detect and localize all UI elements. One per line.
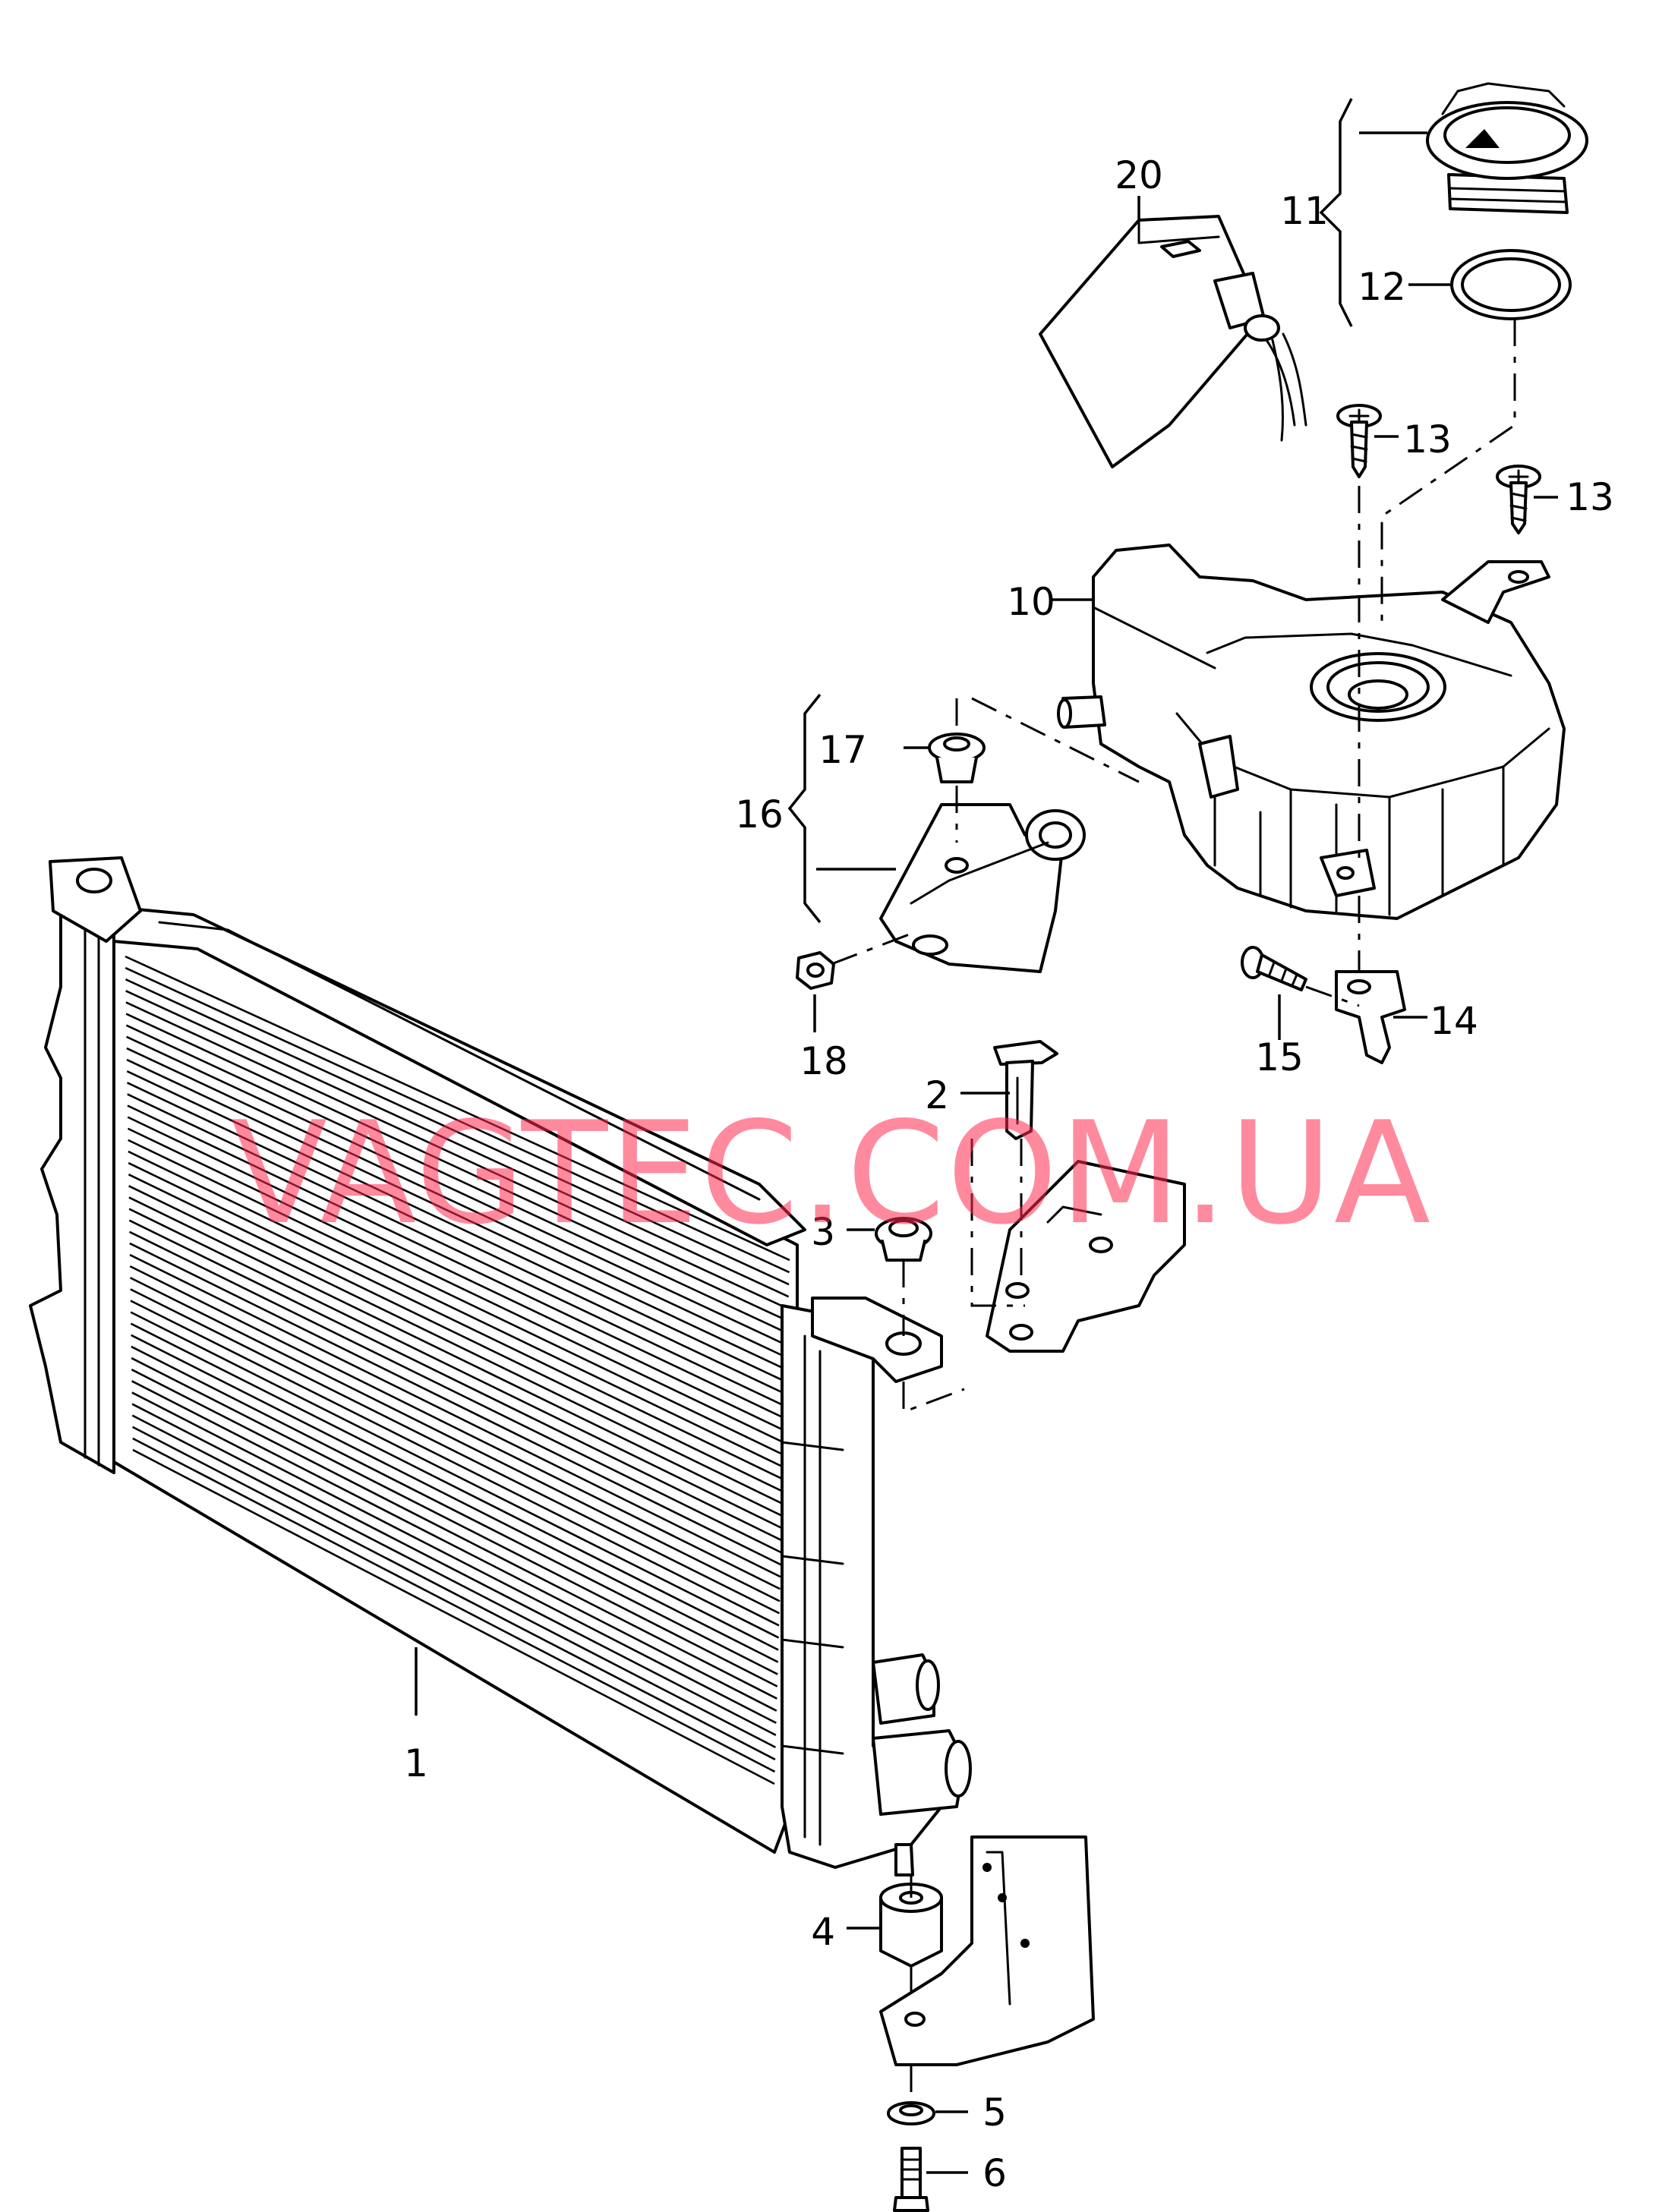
radiator-fin-line <box>129 1265 781 1590</box>
part-15-bolt <box>1241 946 1307 991</box>
radiator-fin-line <box>130 1288 781 1615</box>
radiator-core-fins <box>125 955 790 1785</box>
radiator-fin-line <box>126 1035 788 1347</box>
radiator-fin-line <box>130 1311 780 1639</box>
dash-18 <box>831 932 912 966</box>
radiator-fin-line <box>126 1047 787 1359</box>
part-2-clip <box>993 1040 1058 1140</box>
callout-5: 5 <box>982 2091 1007 2135</box>
callout-1: 1 <box>404 1741 428 1785</box>
radiator-fin-line <box>128 1196 783 1517</box>
radiator-fin-line <box>128 1219 782 1542</box>
radiator-fin-line <box>129 1242 781 1566</box>
dash-15 <box>1305 985 1360 1007</box>
radiator-fin-line <box>132 1448 775 1785</box>
radiator-fin-line <box>131 1334 779 1663</box>
dash-bottom-mount <box>902 1382 965 1414</box>
part-10-expansion-tank <box>1057 544 1566 920</box>
radiator-fin-line <box>125 955 790 1262</box>
radiator-fin-line <box>127 1082 787 1395</box>
radiator-fin-line <box>131 1403 777 1736</box>
brace-11 <box>1319 98 1353 327</box>
part-17-grommet <box>928 733 986 783</box>
callout-3: 3 <box>811 1210 835 1254</box>
callout-10: 10 <box>1007 580 1055 624</box>
part-18-nut <box>796 951 835 990</box>
part-14-bracket <box>1335 970 1406 1064</box>
radiator-fin-line <box>131 1369 777 1700</box>
radiator-fin-line <box>126 1058 787 1371</box>
callout-14: 14 <box>1430 999 1478 1043</box>
callout-17: 17 <box>818 728 867 772</box>
radiator-fin-line <box>126 1070 787 1383</box>
part-13-screw-a <box>1336 404 1382 478</box>
callout-11: 11 <box>1280 189 1329 233</box>
radiator-fin-line <box>130 1300 780 1627</box>
dash-bracket <box>970 1139 1025 1307</box>
radiator-fin-line <box>127 1127 785 1444</box>
callout-13a: 13 <box>1403 418 1452 462</box>
callout-18: 18 <box>800 1039 848 1083</box>
callout-16: 16 <box>735 792 784 837</box>
radiator-fin-line <box>125 990 790 1298</box>
radiator-fin-line <box>128 1208 783 1530</box>
callout-15: 15 <box>1255 1035 1304 1079</box>
radiator-fin-line <box>125 1013 789 1322</box>
radiator-fin-line <box>128 1161 784 1481</box>
callout-6: 6 <box>982 2151 1007 2195</box>
radiator-fin-line <box>129 1253 781 1578</box>
part-13-screw-b <box>1496 465 1541 534</box>
radiator-fin-line <box>125 1024 788 1334</box>
part-11-cap <box>1426 82 1588 214</box>
radiator-fin-line <box>131 1391 777 1724</box>
radiator-fin-line <box>130 1322 779 1651</box>
radiator-fin-line <box>131 1426 776 1761</box>
radiator-fin-line <box>131 1357 778 1687</box>
part-16-bracket <box>879 803 1086 973</box>
radiator-fin-line <box>127 1104 786 1420</box>
callout-2: 2 <box>925 1073 949 1117</box>
part-12-oring <box>1450 249 1572 320</box>
radiator-fin-line <box>128 1150 784 1468</box>
warning-triangle-icon <box>1465 129 1500 148</box>
radiator <box>29 856 972 1876</box>
radiator-fin-line <box>128 1185 784 1505</box>
callout-13b: 13 <box>1566 475 1614 519</box>
lower-bracket <box>879 1835 1095 2066</box>
radiator-fin-line <box>125 1001 789 1310</box>
callout-12: 12 <box>1358 265 1406 309</box>
watermark: VAGTEC.COM.UA <box>231 1091 1432 1256</box>
radiator-fin-line <box>131 1414 776 1749</box>
dash-12 <box>1380 319 1516 630</box>
callout-20: 20 <box>1115 153 1163 197</box>
callout-4: 4 <box>811 1910 835 1954</box>
radiator-fin-line <box>131 1345 778 1675</box>
part-20-coolant-container <box>1039 215 1307 468</box>
dash-16-tank <box>971 697 1140 783</box>
radiator-fin-line <box>129 1230 782 1554</box>
radiator-fin-line <box>132 1437 776 1773</box>
radiator-fin-line <box>127 1116 786 1432</box>
radiator-fin-line <box>129 1277 781 1602</box>
part-5-washer <box>887 2101 935 2125</box>
brace-16 <box>787 693 822 924</box>
radiator-fin-line <box>127 1093 786 1407</box>
part-6-bolt <box>893 2147 929 2212</box>
radiator-fin-line <box>128 1174 784 1493</box>
radiator-fin-line <box>131 1380 777 1712</box>
radiator-fin-line <box>125 978 790 1286</box>
radiator-fin-line <box>125 966 790 1274</box>
radiator-fin-line <box>128 1139 785 1456</box>
upper-bracket <box>986 1160 1186 1353</box>
